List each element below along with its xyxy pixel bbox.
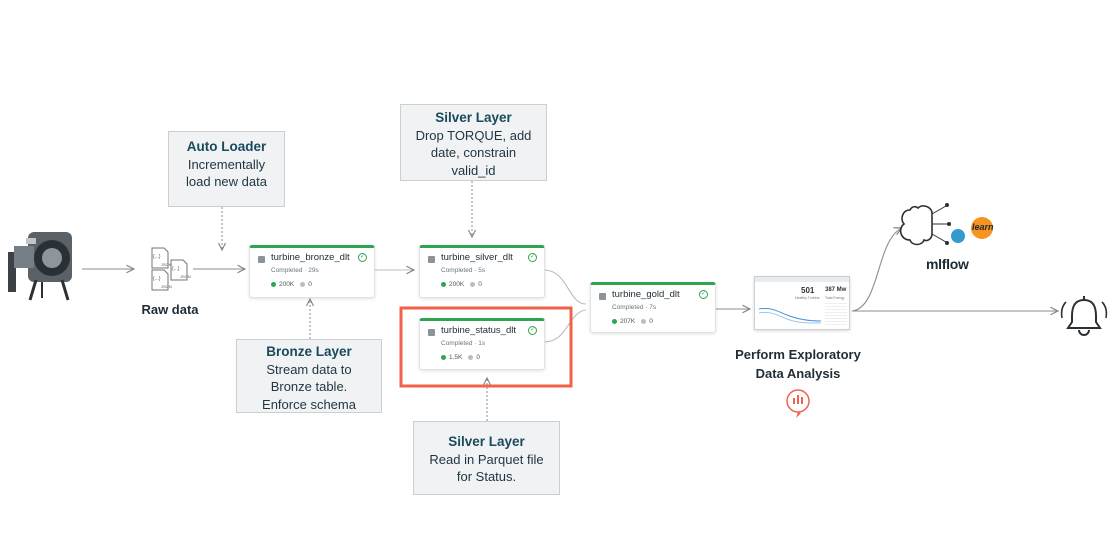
file-tag: JSON [180, 274, 191, 279]
bell-alert-icon [1060, 296, 1108, 336]
callout-title: Silver Layer [448, 434, 525, 449]
wind-turbine-image [8, 232, 72, 301]
edge-eda-ml [851, 228, 902, 312]
node-turbine-silver[interactable]: turbine_silver_dlt ✓ Completed · 5s 200K… [419, 245, 545, 298]
node-status: Completed · 5s [441, 267, 486, 274]
dashboard-kpi-value: 501 [801, 286, 815, 295]
dashboard-kpi-label: Total Energy [825, 296, 845, 300]
callout-line: load new data [186, 174, 267, 189]
scikit-learn-logo [951, 217, 993, 243]
callout-title: Auto Loader [186, 139, 267, 154]
check-circle-icon: ✓ [528, 253, 537, 262]
errors-dot-icon [470, 281, 476, 287]
node-rows: 200K [449, 281, 465, 288]
node-turbine-status[interactable]: turbine_status_dlt ✓ Completed · 1s 1.5K… [419, 318, 545, 370]
rows-dot-icon [271, 281, 276, 287]
dashboard-kpi-value: 387 Mw [825, 287, 847, 293]
dashboard-table [825, 301, 847, 325]
node-status: Completed · 29s [271, 267, 319, 274]
dashboard-header [755, 277, 849, 282]
node-title: turbine_bronze_dlt [271, 252, 350, 263]
node-metrics: 200K 0 [271, 281, 312, 288]
callout-bronze: Bronze Layer Stream data to Bronze table… [236, 339, 382, 413]
callout-line: Stream data to [266, 361, 352, 377]
errors-dot-icon [641, 318, 647, 324]
node-rows: 207K [620, 318, 636, 325]
node-metrics: 1.5K 0 [441, 354, 480, 361]
eda-label: Perform Exploratory Data Analysis [718, 345, 878, 383]
node-title: turbine_silver_dlt [441, 252, 513, 263]
callout-line: Read in Parquet file [429, 451, 544, 467]
check-circle-icon: ✓ [528, 326, 537, 335]
brain-network-icon [899, 203, 951, 246]
callout-title: Bronze Layer [266, 344, 352, 359]
edge-status-gold [543, 309, 587, 343]
errors-dot-icon [468, 354, 474, 360]
table-icon [258, 256, 265, 263]
mlflow-logo: mlflow [926, 256, 969, 272]
dashboard-line-chart [758, 308, 822, 324]
callout-title: Silver Layer [435, 110, 512, 125]
node-turbine-gold[interactable]: turbine_gold_dlt ✓ Completed · 7s 207K 0 [590, 282, 716, 333]
callout-line: date, constrain [430, 145, 517, 160]
node-rows: 1.5K [449, 354, 463, 361]
visualization-logo-icon [786, 389, 810, 418]
file-tag: {...} [153, 254, 161, 260]
callout-line: valid_id [451, 162, 496, 178]
check-circle-icon: ✓ [699, 290, 708, 299]
node-turbine-bronze[interactable]: turbine_bronze_dlt ✓ Completed · 29s 200… [249, 245, 375, 298]
node-title: turbine_status_dlt [441, 325, 516, 336]
file-tag: JSON [161, 284, 172, 289]
node-errors: 0 [649, 318, 653, 325]
table-icon [599, 293, 606, 300]
scikit-learn-text: learn [972, 222, 994, 232]
file-tag: {...} [172, 266, 180, 272]
node-metrics: 207K 0 [612, 318, 653, 325]
callout-line: for Status. [456, 469, 517, 484]
node-metrics: 200K 0 [441, 281, 482, 288]
rows-dot-icon [612, 318, 617, 324]
node-status: Completed · 1s [441, 340, 486, 347]
check-circle-icon: ✓ [358, 253, 367, 262]
node-errors: 0 [478, 281, 482, 288]
callout-silver-bottom: Silver Layer Read in Parquet file for St… [413, 421, 560, 495]
highlight-box [399, 306, 573, 388]
errors-dot-icon [300, 281, 306, 287]
callout-silver-top: Silver Layer Drop TORQUE, add date, cons… [400, 104, 547, 181]
callout-line: Enforce schema [262, 396, 356, 412]
edge-silver-gold [543, 269, 587, 305]
dashboard-thumbnail[interactable]: 501 Healthy Turbine 387 Mw Total Energy [754, 276, 850, 330]
callout-line: Drop TORQUE, add [415, 127, 532, 143]
node-rows: 200K [279, 281, 295, 288]
file-tag: JSON [161, 262, 172, 267]
node-errors: 0 [308, 281, 312, 288]
node-status: Completed · 7s [612, 304, 657, 311]
rows-dot-icon [441, 354, 446, 360]
raw-data-label: Raw data [141, 302, 199, 317]
raw-data-file-icons [151, 247, 188, 291]
table-icon [428, 256, 435, 263]
eda-label-line: Perform Exploratory [735, 347, 861, 362]
rows-dot-icon [441, 281, 446, 287]
table-icon [428, 329, 435, 336]
file-tag: {...} [153, 276, 161, 282]
callout-line: Bronze table. [270, 379, 348, 394]
callout-auto-loader: Auto Loader Incrementally load new data [168, 131, 285, 207]
node-errors: 0 [476, 354, 480, 361]
node-title: turbine_gold_dlt [612, 289, 680, 300]
callout-line: Incrementally [187, 156, 266, 172]
eda-label-line: Data Analysis [755, 366, 841, 381]
dashboard-kpi-label: Healthy Turbine [795, 296, 820, 300]
